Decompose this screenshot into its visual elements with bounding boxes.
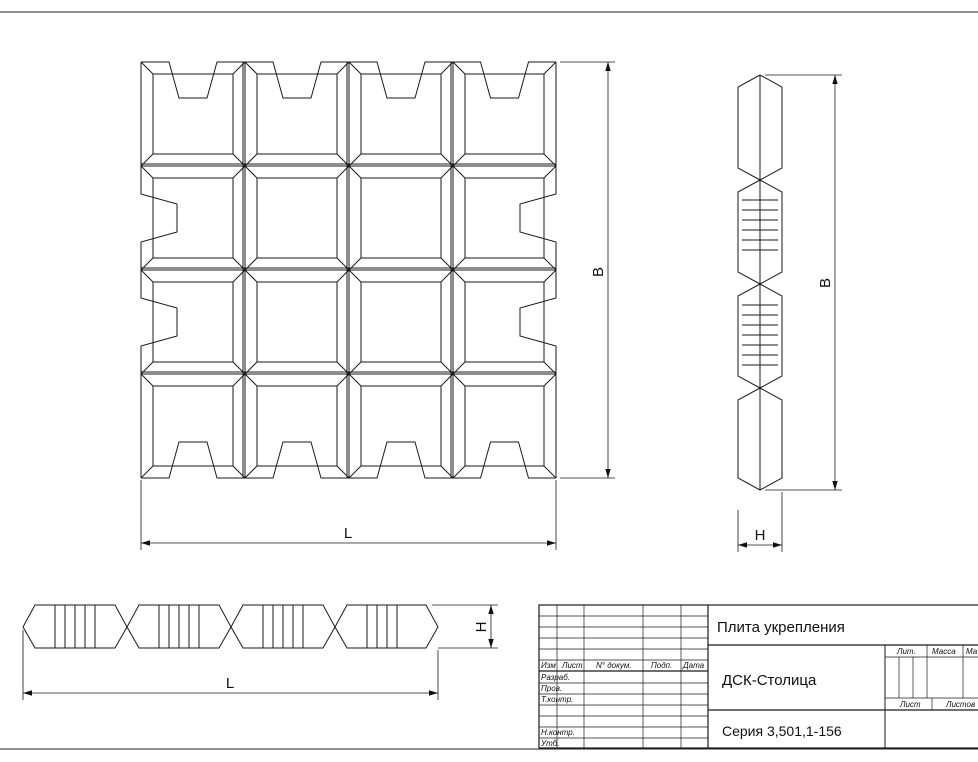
role-approver: Утб. [540,739,560,748]
role-developer: Разраб. [541,673,570,682]
bottom-segment-outline [334,604,439,649]
header-list: Лист [561,661,583,670]
cell-bevel-edge [348,61,362,75]
role-norm-control: Н.контр. [541,728,575,737]
plate-side-view [737,74,783,491]
cell-bevel-edge [452,465,466,479]
cell-bevel-edge [348,373,362,387]
plate-left-edge [140,62,178,478]
cell-bevel-edge [140,465,154,479]
cell-bevel-edge [244,165,258,179]
cell-bevel-edge [140,165,154,179]
dimension-height-side [737,492,783,552]
cell-bevel-edge [452,165,466,179]
cell-bevel-edge [543,165,557,179]
cell-inner-face [256,281,338,363]
header-doc-no: N° докум. [596,661,632,670]
product-name: Плита укрепления [717,619,845,636]
stage-lit-label: Лит. [896,647,916,656]
cell-inner-face [256,177,338,259]
cell-bevel-edge [452,269,466,283]
cell-inner-face [256,73,338,155]
cell-bevel-edge [543,269,557,283]
cell-bevel-edge [244,61,258,75]
header-izm: Изм [541,661,556,670]
dimension-label-width-plan: B [590,267,607,277]
sheet-frame [0,11,978,750]
cell-bevel-edge [452,61,466,75]
cell-inner-face [360,177,442,259]
sheet-label: Лист [899,700,921,709]
dimension-length-bottom [22,630,439,700]
dimension-label-width-side: B [817,278,834,288]
cell-inner-face [464,73,545,155]
cell-inner-face [152,177,234,259]
role-checker: Пров. [541,684,562,693]
cell-inner-face [464,281,545,363]
cell-bevel-edge [348,269,362,283]
stage-grid [885,645,978,710]
dimension-label-height-side: H [755,527,766,544]
dimension-label-length-plan: L [344,525,352,542]
cell-bevel-edge [140,61,154,75]
cell-bevel-edge [244,269,258,283]
cell-bevel-edge [348,465,362,479]
cell-bevel-edge [348,165,362,179]
series-number: Серия 3,501,1-156 [722,723,842,739]
cell-inner-face [152,73,234,155]
organization-name: ДСК-Столица [722,672,817,689]
cell-bevel-edge [244,465,258,479]
plate-bottom-edge [141,441,556,479]
dimension-height-bottom [432,604,498,649]
plate-bottom-view [22,604,439,649]
dimension-length-plan [140,480,557,550]
plate-right-edge [519,62,557,478]
title-block [538,604,978,749]
cell-bevel-edge [543,61,557,75]
cell-bevel-edge [543,373,557,387]
cell-inner-face [360,73,442,155]
plate-plan-view [140,61,557,479]
plate-top-edge [141,61,556,99]
cell-inner-face [464,385,545,467]
cell-bevel-edge [244,373,258,387]
stage-mass-label: Масса [932,647,956,656]
cell-inner-face [152,385,234,467]
cell-inner-face [152,281,234,363]
cell-bevel-edge [543,465,557,479]
dimension-width-plan [560,61,615,479]
cell-bevel-edge [140,373,154,387]
sheets-label: Листов [945,700,975,709]
cell-bevel-edge [140,269,154,283]
cell-inner-face [360,281,442,363]
dimension-width-side [765,74,842,491]
cell-inner-face [360,385,442,467]
dimension-label-height-bottom: H [473,622,490,633]
header-date: Дата [682,661,705,670]
stage-scale-label: Ма [966,647,978,656]
cell-bevel-edge [452,373,466,387]
cell-inner-face [464,177,545,259]
role-tech-control: Т.контр. [541,695,573,704]
cell-inner-face [256,385,338,467]
dimension-label-length-bottom: L [226,675,234,692]
header-sign: Подп. [651,661,672,670]
